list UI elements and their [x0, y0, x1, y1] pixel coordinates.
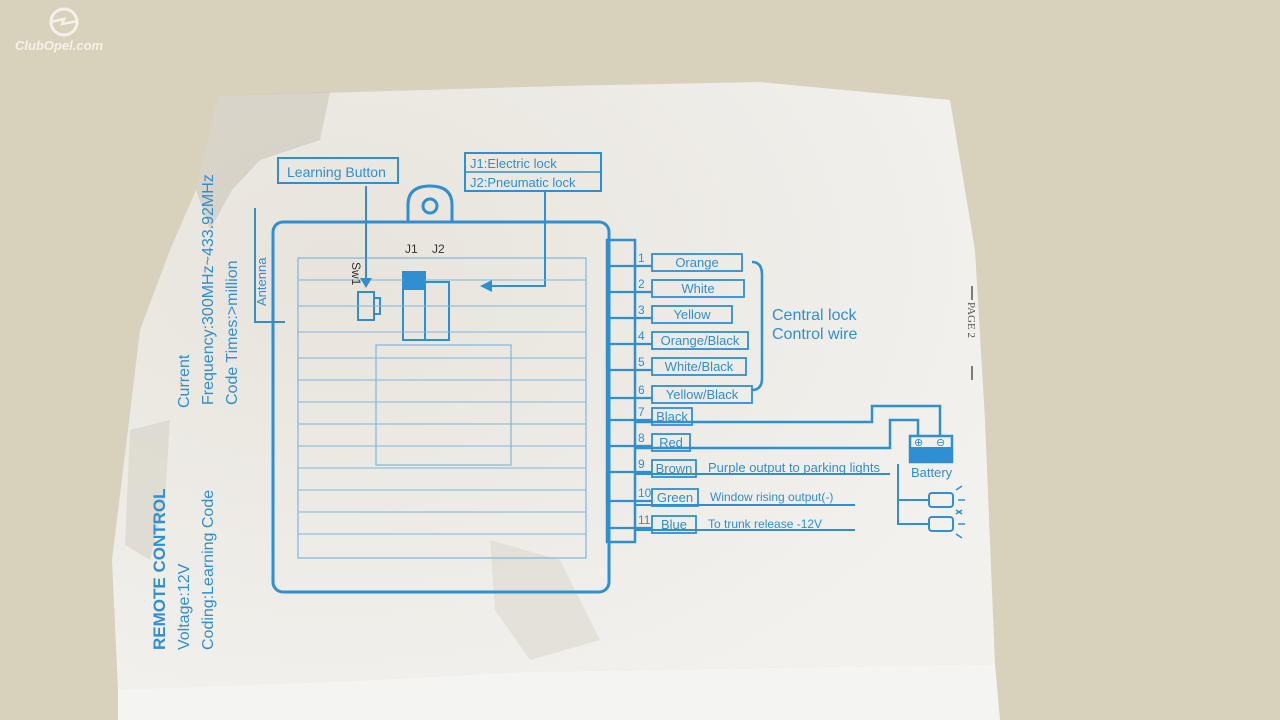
jumper-arrow-head	[480, 280, 492, 292]
wire-number: 3	[638, 303, 645, 317]
lamp-feed	[897, 464, 928, 525]
spec-voltage: Voltage:12V	[176, 563, 193, 650]
wire-color-label: Blue	[661, 517, 687, 532]
wire-number: 5	[638, 355, 645, 369]
black-wire-to-battery	[635, 404, 942, 436]
spec-current: Current	[176, 354, 193, 408]
wire-number: 6	[638, 383, 645, 397]
connector-strip	[605, 238, 637, 544]
spec-frequency: Frequency:300MHz~433.92MHz	[200, 174, 217, 405]
wire-number: 4	[638, 329, 645, 343]
wire-number: 7	[638, 405, 645, 419]
jumper-j2-legend: J2:Pneumatic lock	[470, 175, 576, 190]
watermark-logo: ClubOpel.com	[15, 7, 104, 53]
wire-color-box	[651, 357, 747, 376]
wire-color-label: White	[681, 281, 714, 296]
opel-bolt-icon	[49, 17, 79, 26]
mounting-tab	[406, 184, 454, 222]
sw1-label: Sw1	[349, 262, 363, 286]
wire-color-label: Orange	[675, 255, 718, 270]
red-wire-to-battery	[635, 418, 920, 450]
learning-button-label: Learning Button	[287, 164, 386, 180]
torn-edge-grime	[196, 92, 330, 230]
spec-coding: Coding:Learning Code	[200, 490, 217, 650]
lamp-1	[928, 492, 954, 508]
battery-box	[908, 434, 954, 464]
battery-label: Battery	[911, 465, 953, 480]
learning-button-box	[277, 157, 399, 184]
wire-color-box	[651, 433, 691, 452]
wire-number: 11	[638, 513, 651, 527]
paper-lower-flap	[118, 664, 1000, 720]
wire-color-box	[651, 515, 697, 534]
lamp-2	[928, 516, 954, 532]
wire-function-note: To trunk release -12V	[708, 517, 822, 531]
chip	[375, 344, 512, 466]
wire-color-label: Red	[659, 435, 683, 450]
wire-color-label: Yellow	[673, 307, 711, 322]
board-traces	[298, 279, 586, 535]
mounting-hole	[421, 197, 439, 215]
spec-code-times: Code Times:>million	[224, 261, 241, 406]
j1-label: J1	[405, 242, 418, 256]
circuit-board	[297, 257, 587, 559]
jumper-arrow	[488, 192, 546, 287]
wire-color-box	[651, 385, 753, 404]
learning-arrow-head	[360, 278, 372, 288]
page-label: PAGE 2	[965, 302, 977, 338]
paper-sheet	[112, 82, 995, 690]
wire-color-label: Orange/Black	[661, 333, 740, 348]
wire-color-box	[651, 407, 693, 426]
wire-number: 9	[638, 457, 645, 471]
wire-function-note: Purple output to parking lights	[708, 460, 880, 475]
stain-mid	[490, 540, 600, 660]
wire-color-label: Yellow/Black	[666, 387, 739, 402]
j1-jumper-cap	[403, 272, 425, 290]
stain-left	[125, 420, 170, 560]
battery-minus: ⊖	[936, 437, 945, 449]
wire-color-box	[651, 459, 697, 478]
j2-label: J2	[432, 242, 445, 256]
battery-plus: ⊕	[914, 437, 923, 449]
wire-color-box	[651, 305, 733, 324]
wire-color-box	[651, 331, 749, 350]
wire-color-label: Green	[657, 490, 693, 505]
antenna-label: Antenna	[254, 257, 269, 306]
wire-number: 1	[638, 251, 645, 265]
spec-title: REMOTE CONTROL	[150, 489, 169, 651]
jumper-j1-legend: J1:Electric lock	[470, 156, 557, 171]
battery-fill	[911, 447, 951, 461]
wire-color-label: Brown	[656, 461, 693, 476]
wire-color-box	[651, 253, 743, 272]
wire-function-note: Window rising output(-)	[710, 490, 833, 504]
wire-color-label: Black	[656, 409, 688, 424]
central-lock-brace	[751, 260, 764, 392]
wire-number: 8	[638, 431, 645, 445]
wire-number: 2	[638, 277, 645, 291]
central-lock-label: Central lock	[772, 307, 857, 324]
wire-color-box	[651, 279, 745, 298]
lamp-rays	[955, 485, 965, 539]
control-wire-label: Control wire	[772, 326, 857, 343]
antenna-wire	[254, 208, 285, 323]
wire-color-box	[651, 488, 699, 507]
module-outline	[271, 220, 611, 594]
wire-number: 10	[638, 486, 652, 500]
connector-pins	[609, 264, 652, 530]
watermark-text: ClubOpel.com	[15, 38, 104, 53]
j2-jumper	[424, 281, 450, 341]
wire-color-label: White/Black	[665, 359, 734, 374]
wire-label-list: 1 Orange 2 White 3 Yellow 4 Orange/Black 5 White/…	[638, 251, 880, 534]
